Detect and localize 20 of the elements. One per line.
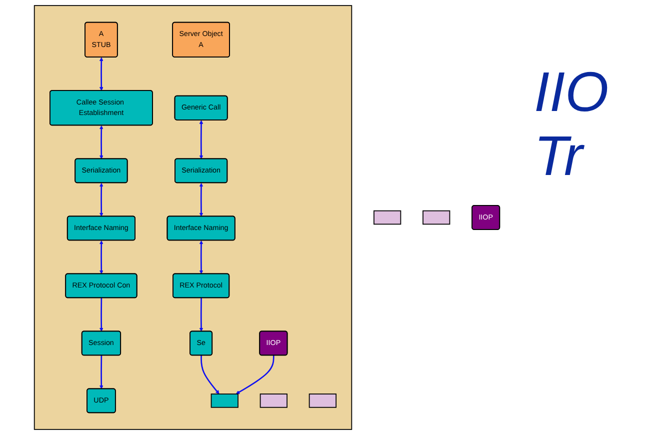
arrow	[99, 125, 104, 160]
arrow	[99, 240, 104, 274]
arrow	[199, 120, 204, 160]
arrow	[99, 298, 104, 332]
arrow	[99, 182, 104, 217]
arrow	[200, 355, 220, 394]
node-box	[308, 394, 336, 408]
arrow	[236, 355, 274, 394]
heading-text: IIO	[534, 60, 609, 124]
node-box	[260, 394, 288, 408]
arrow	[199, 298, 204, 332]
node-box	[210, 394, 238, 408]
cluster	[34, 5, 352, 430]
arrow	[199, 182, 204, 217]
arrow	[99, 57, 104, 91]
node-box	[374, 210, 402, 225]
arrow	[99, 355, 104, 390]
arrow	[199, 240, 204, 274]
node-box	[422, 210, 450, 225]
heading-text: Tr	[534, 124, 583, 188]
